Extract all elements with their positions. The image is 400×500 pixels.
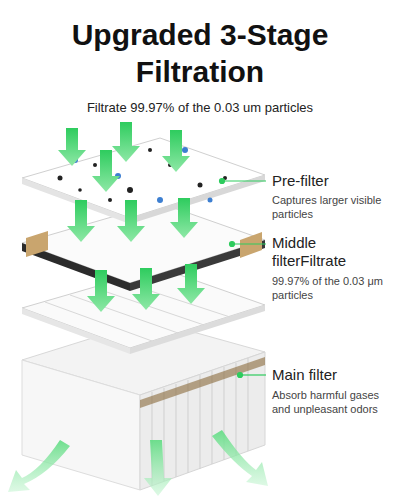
leader-lines	[220, 179, 267, 378]
part-name: Middle filterFiltrate	[272, 234, 392, 270]
part-name: Main filter	[272, 366, 392, 384]
airflow-arrows	[58, 122, 205, 312]
part-description: 99.97% of the 0.03 μm particles	[272, 274, 390, 302]
outflow-arrows	[8, 430, 268, 496]
pleated-sheet	[22, 268, 265, 354]
part-description: Absorb harmful gases and unpleasant odor…	[272, 388, 390, 416]
subtitle: Filtrate 99.97% of the 0.03 um particles	[10, 100, 390, 115]
part-name: Pre-filter	[272, 172, 392, 190]
diagram-title: Upgraded 3-Stage Filtration	[50, 16, 350, 90]
part-description: Captures larger visible particles	[272, 193, 390, 221]
pre-filter-sheet	[22, 138, 265, 224]
